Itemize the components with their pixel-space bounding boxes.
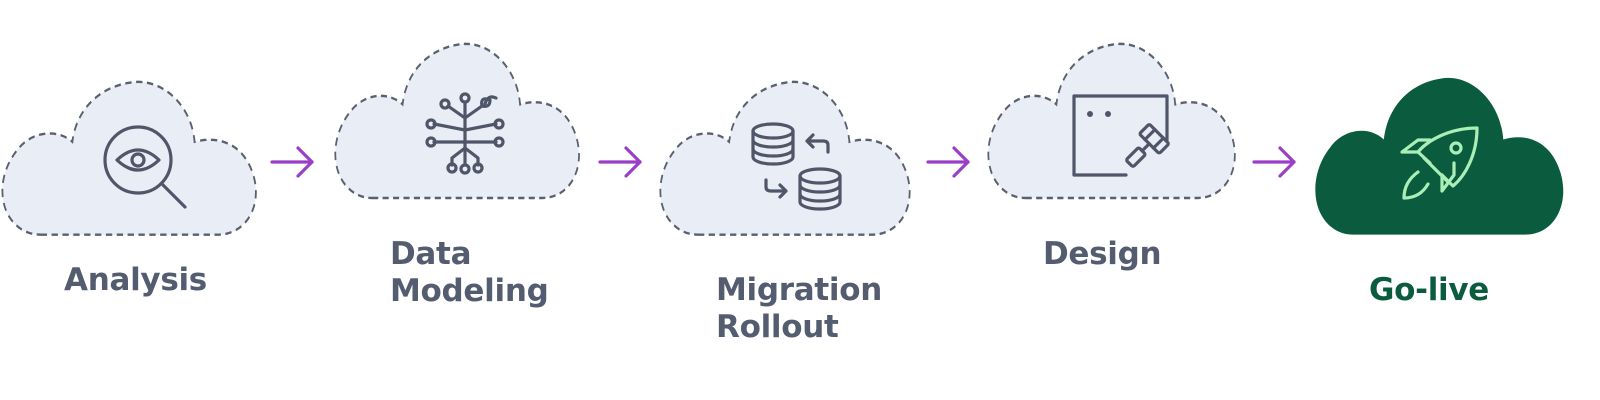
window-paint-roller-icon — [1072, 94, 1170, 177]
label-design-line-1: Design — [1043, 236, 1162, 272]
step-design — [987, 42, 1237, 200]
label-migration-rollout-line-2: Rollout — [716, 309, 839, 345]
arrow-right-icon — [598, 146, 642, 178]
database-sync-icon — [751, 122, 842, 211]
label-migration-rollout: Migration Rollout — [716, 272, 882, 346]
arrow-right-icon — [1252, 146, 1296, 178]
step-migration-rollout — [659, 80, 911, 236]
label-go-live: Go-live — [1369, 272, 1489, 309]
arrow-right-icon — [270, 146, 314, 178]
step-data-modeling — [334, 42, 581, 200]
label-data-modeling: Data Modeling — [390, 236, 549, 310]
label-design: Design — [1043, 236, 1162, 273]
step-analysis — [1, 80, 258, 236]
cloud-data-modeling — [334, 42, 581, 200]
label-analysis: Analysis — [64, 262, 207, 299]
label-analysis-line-1: Analysis — [64, 262, 207, 298]
step-go-live — [1315, 77, 1564, 235]
cloud-analysis — [1, 80, 258, 236]
label-go-live-line-1: Go-live — [1369, 272, 1489, 308]
magnifier-eye-icon — [103, 125, 187, 209]
cloud-go-live — [1315, 77, 1564, 235]
arrow-right-icon — [926, 146, 970, 178]
cloud-migration-rollout — [659, 80, 911, 236]
rocket-icon — [1400, 126, 1479, 200]
label-data-modeling-line-1: Data — [390, 236, 472, 272]
label-data-modeling-line-2: Modeling — [390, 273, 549, 309]
label-migration-rollout-line-1: Migration — [716, 272, 882, 308]
circuit-tree-icon — [425, 92, 505, 175]
